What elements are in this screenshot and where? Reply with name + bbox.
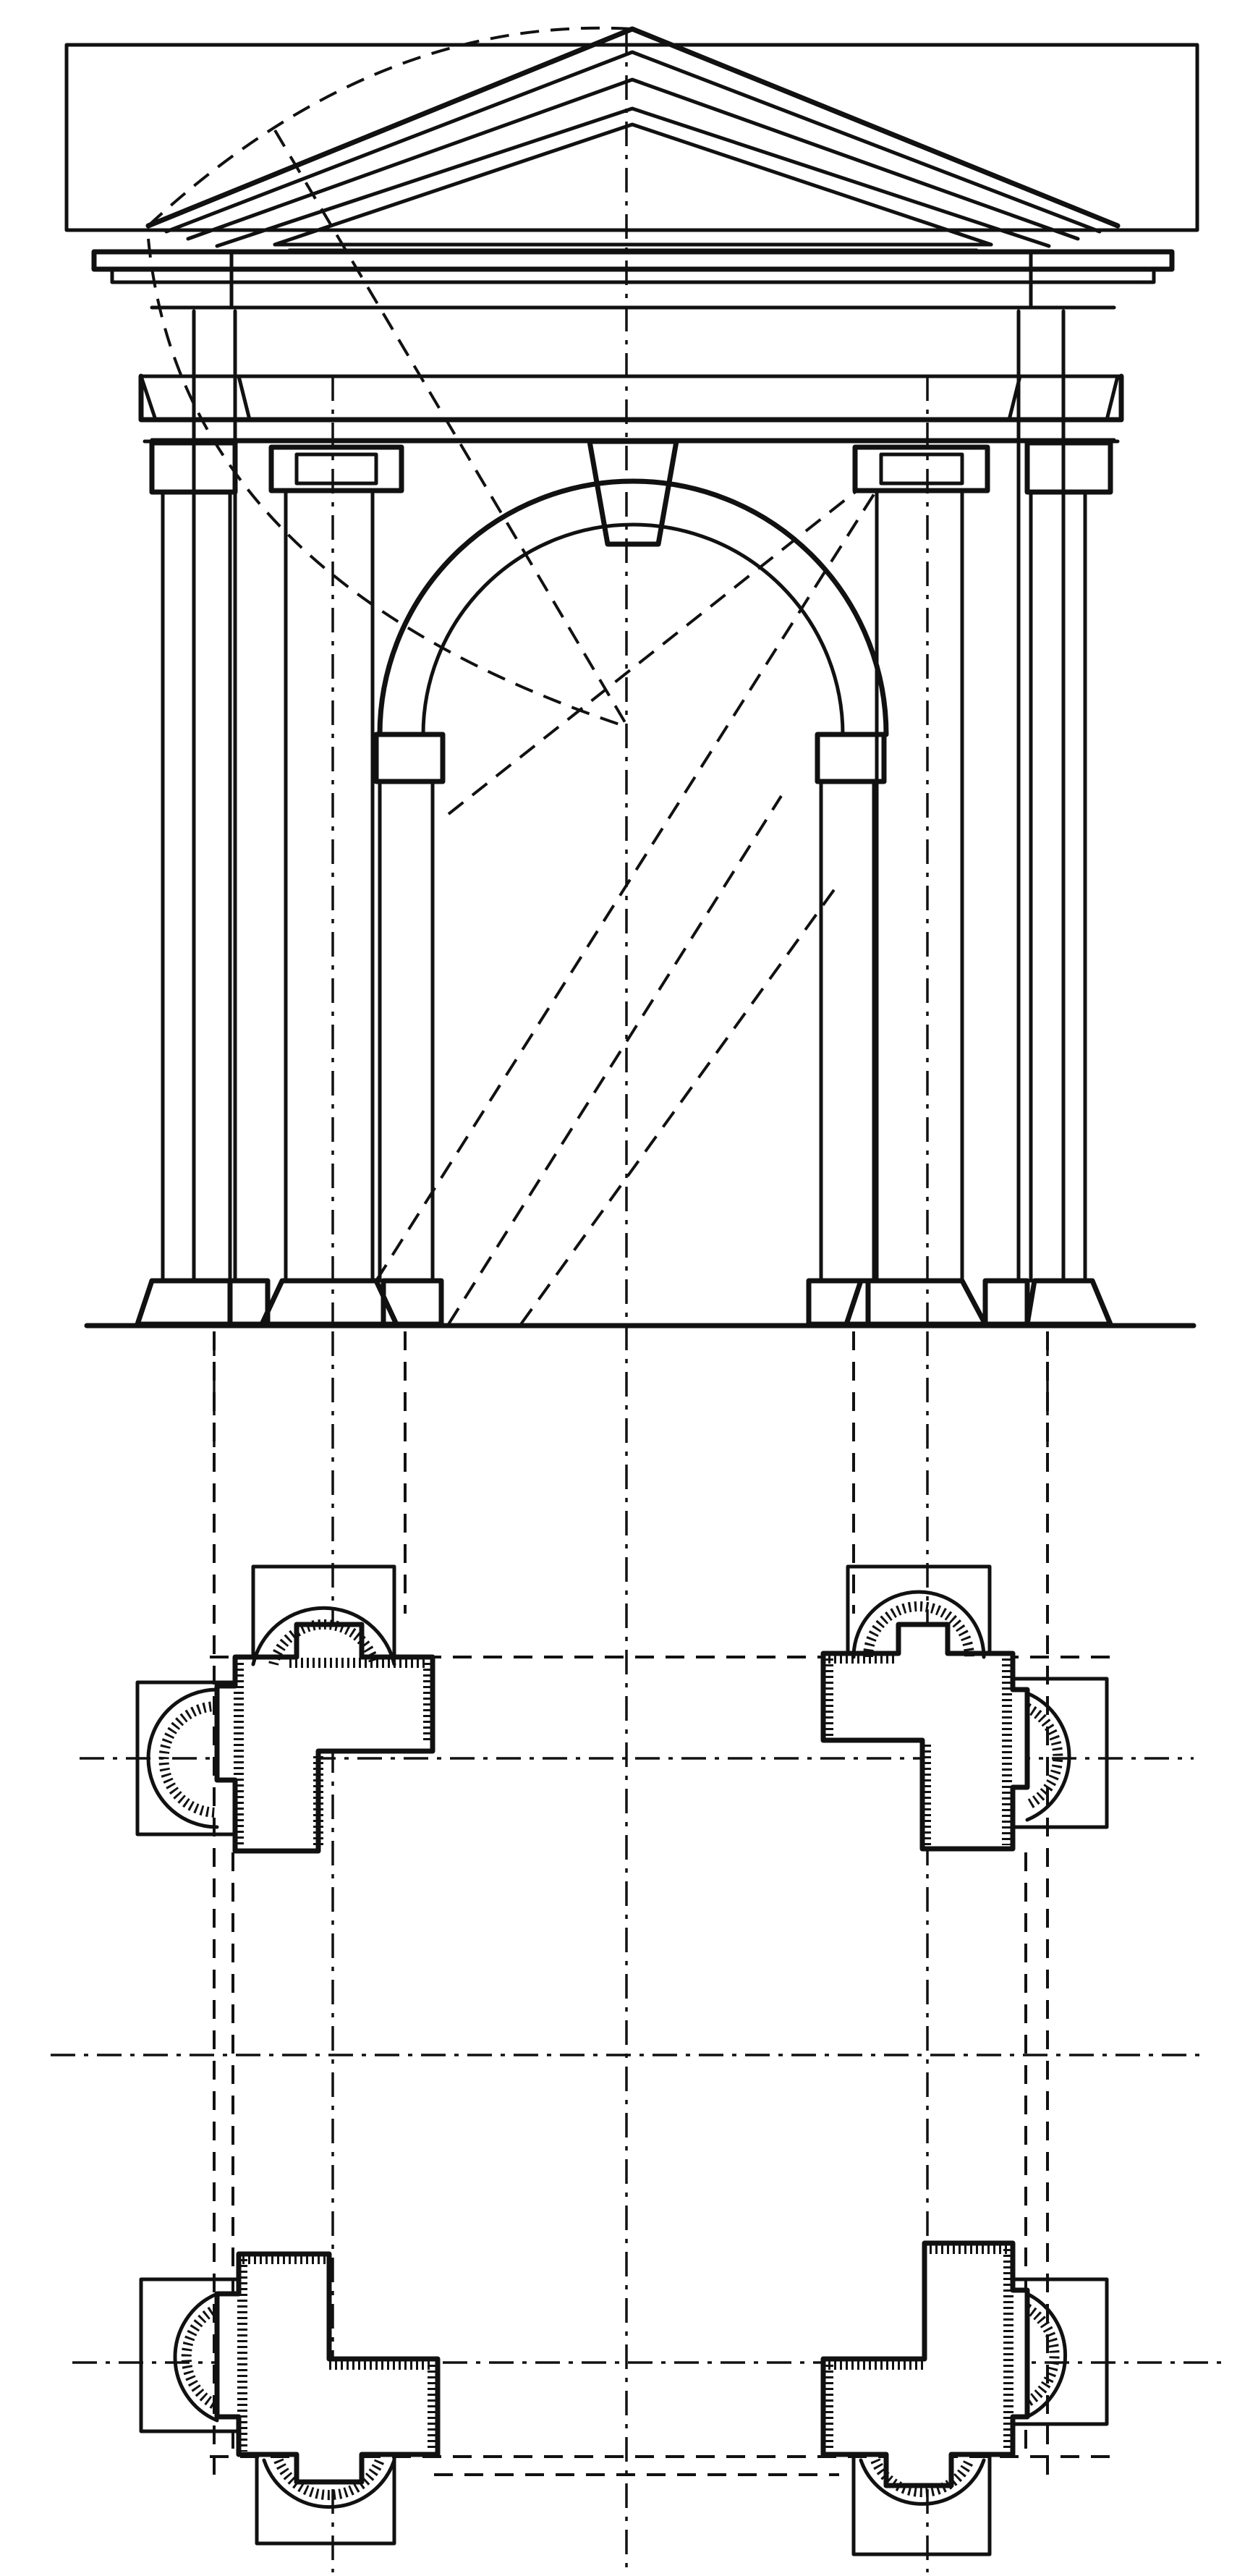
attic-block	[64, 43, 1199, 232]
elevation-view	[64, 26, 1199, 1329]
pier-bottom-right	[820, 2240, 1109, 2556]
entablature	[91, 249, 1175, 444]
pier-bottom-left	[139, 2251, 441, 2546]
capitals	[149, 440, 1113, 495]
column-bases	[135, 1278, 1113, 1327]
pier-top-left	[135, 1564, 435, 1854]
pier-top-right	[820, 1564, 1109, 1852]
columns	[161, 309, 1087, 1283]
elevation-construction-lines	[147, 26, 877, 1326]
arch	[373, 438, 889, 1327]
pediment	[145, 26, 1121, 253]
